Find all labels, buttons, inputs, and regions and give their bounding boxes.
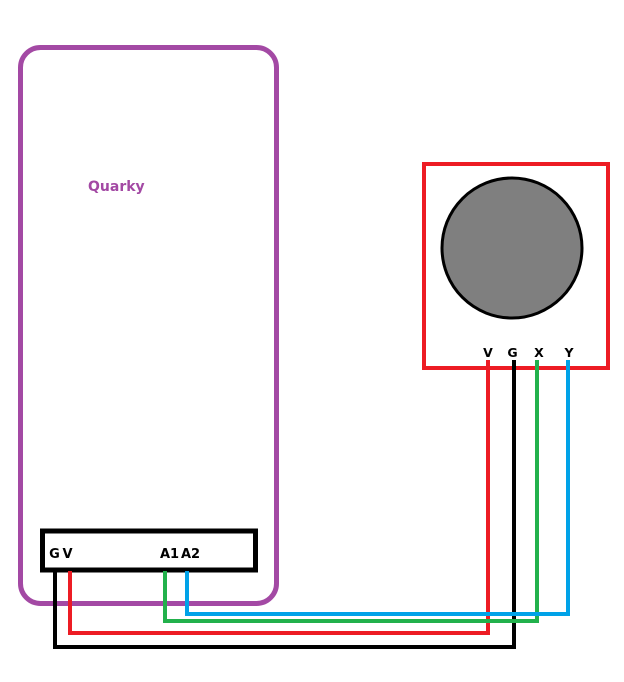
quarky-board-outline <box>18 45 279 606</box>
wire-a2-to-y <box>185 360 570 616</box>
board-pin-label-a1: A1 <box>160 547 179 562</box>
quarky-board-label: Quarky <box>88 179 145 195</box>
wire-g-to-g <box>53 360 516 649</box>
module-pin-label-v: V <box>483 345 493 360</box>
board-pin-label-v: V <box>62 547 72 562</box>
joystick-knob <box>440 176 584 320</box>
board-pin-label-a2: A2 <box>181 547 200 562</box>
module-pin-label-g: G <box>507 345 517 360</box>
wire-v-to-v <box>68 360 490 635</box>
board-pin-connector-outline <box>40 528 258 573</box>
board-pin-label-g: G <box>49 547 60 562</box>
wire-a1-to-x <box>163 360 539 623</box>
module-pin-label-x: X <box>534 345 544 360</box>
module-pin-label-y: Y <box>563 345 574 360</box>
